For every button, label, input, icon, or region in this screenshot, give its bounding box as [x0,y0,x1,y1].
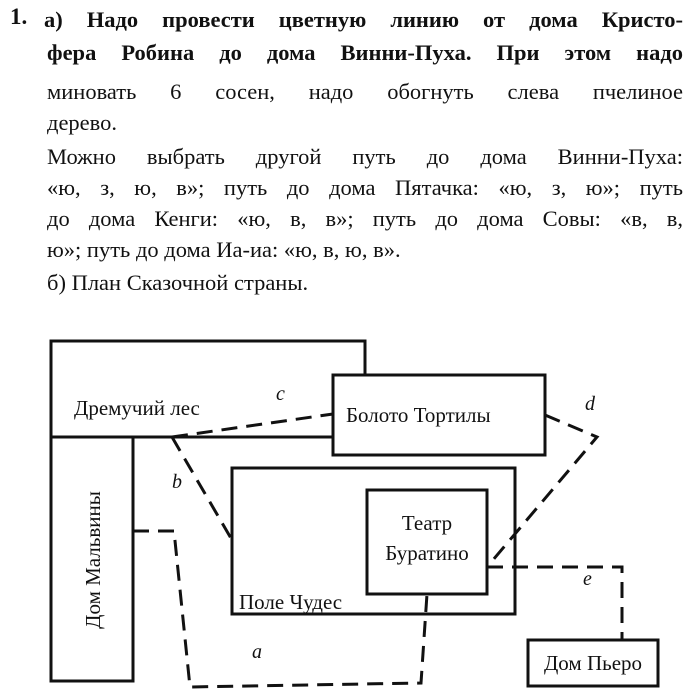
text-line-6: «ю, з, ю, в»; путь до дома Пятачка: «ю, … [47,175,683,200]
text-line-2: фера Робина до дома Винни-Пуха. При этом… [47,40,683,65]
text-line-4: дерево. [47,110,118,135]
text-line-5: Можно выбрать другой путь до дома Винни-… [47,144,683,169]
text-line-8: ю»; путь до дома Иа-иа: «ю, в, ю, в». [47,237,401,262]
text-line-9: б) План Сказочной страны. [47,270,309,295]
path-d-label: d [585,393,596,415]
text-line-1: а) Надо провести цветную линию от дома К… [44,7,683,32]
field-box [230,466,517,616]
theatre-label-1: Театр [402,511,452,535]
malvina-house-label: Дом Мальвины [81,491,105,629]
swamp-label: Болото Тортилы [346,403,491,427]
forest-box [49,339,367,439]
text-line-3: миновать 6 сосен, надо обогнуть слева пч… [47,79,683,104]
pierrot-house-label: Дом Пьеро [544,651,642,675]
text-line-7: до дома Кенги: «ю, в, в»; путь до дома С… [47,206,683,231]
pierrot-house-box [526,638,660,688]
forest-label: Дремучий лес [74,396,200,420]
path-b [170,436,234,541]
path-d [485,413,600,568]
path-b-label: b [172,471,182,493]
field-label: Поле Чудес [239,590,342,614]
path-e [487,565,624,640]
theatre-label-2: Буратино [385,541,468,565]
path-c [171,412,334,439]
path-e-label: e [583,568,592,590]
path-c-label: c [276,383,285,405]
theatre-box [365,488,489,596]
task-number: 1. [10,4,28,29]
malvina-house-box [49,435,135,683]
path-a [133,529,429,689]
path-a-label: a [252,641,262,663]
